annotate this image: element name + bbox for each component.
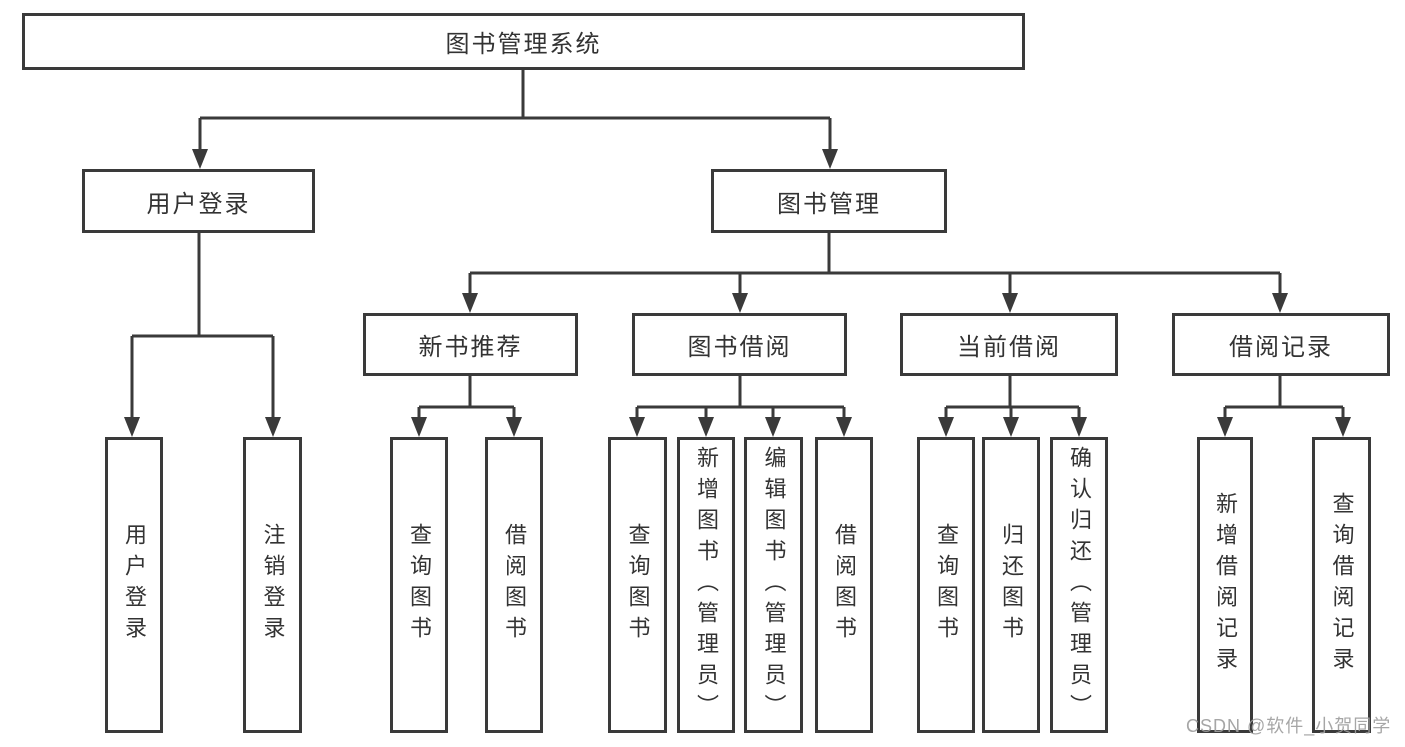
node-label: 注销登录 [260, 523, 286, 647]
arrow-icon [836, 417, 852, 437]
arrowheads [124, 149, 1351, 437]
arrow-icon [411, 417, 427, 437]
leaf-add-borrow-record: 新增借阅记录 [1197, 437, 1253, 733]
node-current-borrow: 当前借阅 [900, 313, 1118, 376]
leaf-query-books-current: 查询图书 [917, 437, 975, 733]
node-label: 查询图书 [407, 523, 432, 647]
node-label: 当前借阅 [957, 334, 1061, 361]
arrow-icon [822, 149, 838, 169]
node-new-book-recommend: 新书推荐 [363, 313, 578, 376]
arrow-icon [124, 417, 140, 437]
leaf-query-books-recommend: 查询图书 [390, 437, 448, 733]
arrow-icon [698, 417, 714, 437]
arrow-icon [938, 417, 954, 437]
node-label: 归还图书 [999, 523, 1024, 647]
arrow-icon [1217, 417, 1233, 437]
arrow-icon [765, 417, 781, 437]
arrow-icon [1071, 417, 1087, 437]
node-label: 编辑图书（管理员） [761, 445, 787, 725]
node-label: 图书借阅 [687, 334, 792, 361]
leaf-logout: 注销登录 [243, 437, 302, 733]
node-label: 查询图书 [934, 523, 959, 647]
leaf-confirm-return-admin: 确认归还（管理员） [1050, 437, 1108, 733]
leaf-edit-book-admin: 编辑图书（管理员） [744, 437, 803, 733]
node-borrow-records: 借阅记录 [1172, 313, 1390, 376]
arrow-icon [462, 293, 478, 313]
node-label: 图书管理系统 [445, 31, 602, 58]
leaf-user-login: 用户登录 [105, 437, 163, 733]
node-system-root: 图书管理系统 [22, 13, 1025, 70]
connector-path [130, 70, 1345, 419]
node-label: 新增图书（管理员） [694, 445, 719, 725]
leaf-add-book-admin: 新增图书（管理员） [677, 437, 735, 733]
leaf-return-books: 归还图书 [982, 437, 1040, 733]
node-label: 借阅图书 [502, 523, 527, 647]
node-label: 借阅记录 [1229, 334, 1333, 361]
arrow-icon [732, 293, 748, 313]
leaf-query-borrow-record: 查询借阅记录 [1312, 437, 1371, 733]
arrow-icon [1335, 417, 1351, 437]
arrow-icon [1002, 293, 1018, 313]
node-label: 用户登录 [122, 523, 147, 647]
arrow-icon [629, 417, 645, 437]
node-label: 图书管理 [777, 190, 881, 218]
leaf-query-books-borrow: 查询图书 [608, 437, 667, 733]
node-label: 确认归还（管理员） [1067, 445, 1092, 725]
arrow-icon [192, 149, 208, 169]
node-label: 新书推荐 [418, 334, 523, 361]
node-label: 查询借阅记录 [1329, 492, 1355, 678]
node-user-login: 用户登录 [82, 169, 315, 233]
node-label: 查询图书 [625, 523, 651, 647]
node-book-borrow: 图书借阅 [632, 313, 847, 376]
leaf-borrow-books: 借阅图书 [815, 437, 873, 733]
node-book-management: 图书管理 [711, 169, 947, 233]
arrow-icon [1003, 417, 1019, 437]
arrow-icon [265, 417, 281, 437]
arrow-icon [506, 417, 522, 437]
arrow-icon [1272, 293, 1288, 313]
node-label: 新增借阅记录 [1213, 492, 1238, 678]
leaf-borrow-books-recommend: 借阅图书 [485, 437, 543, 733]
watermark: CSDN @软件_小贺同学 [1186, 716, 1392, 736]
node-label: 借阅图书 [832, 523, 857, 647]
node-label: 用户登录 [146, 190, 251, 218]
